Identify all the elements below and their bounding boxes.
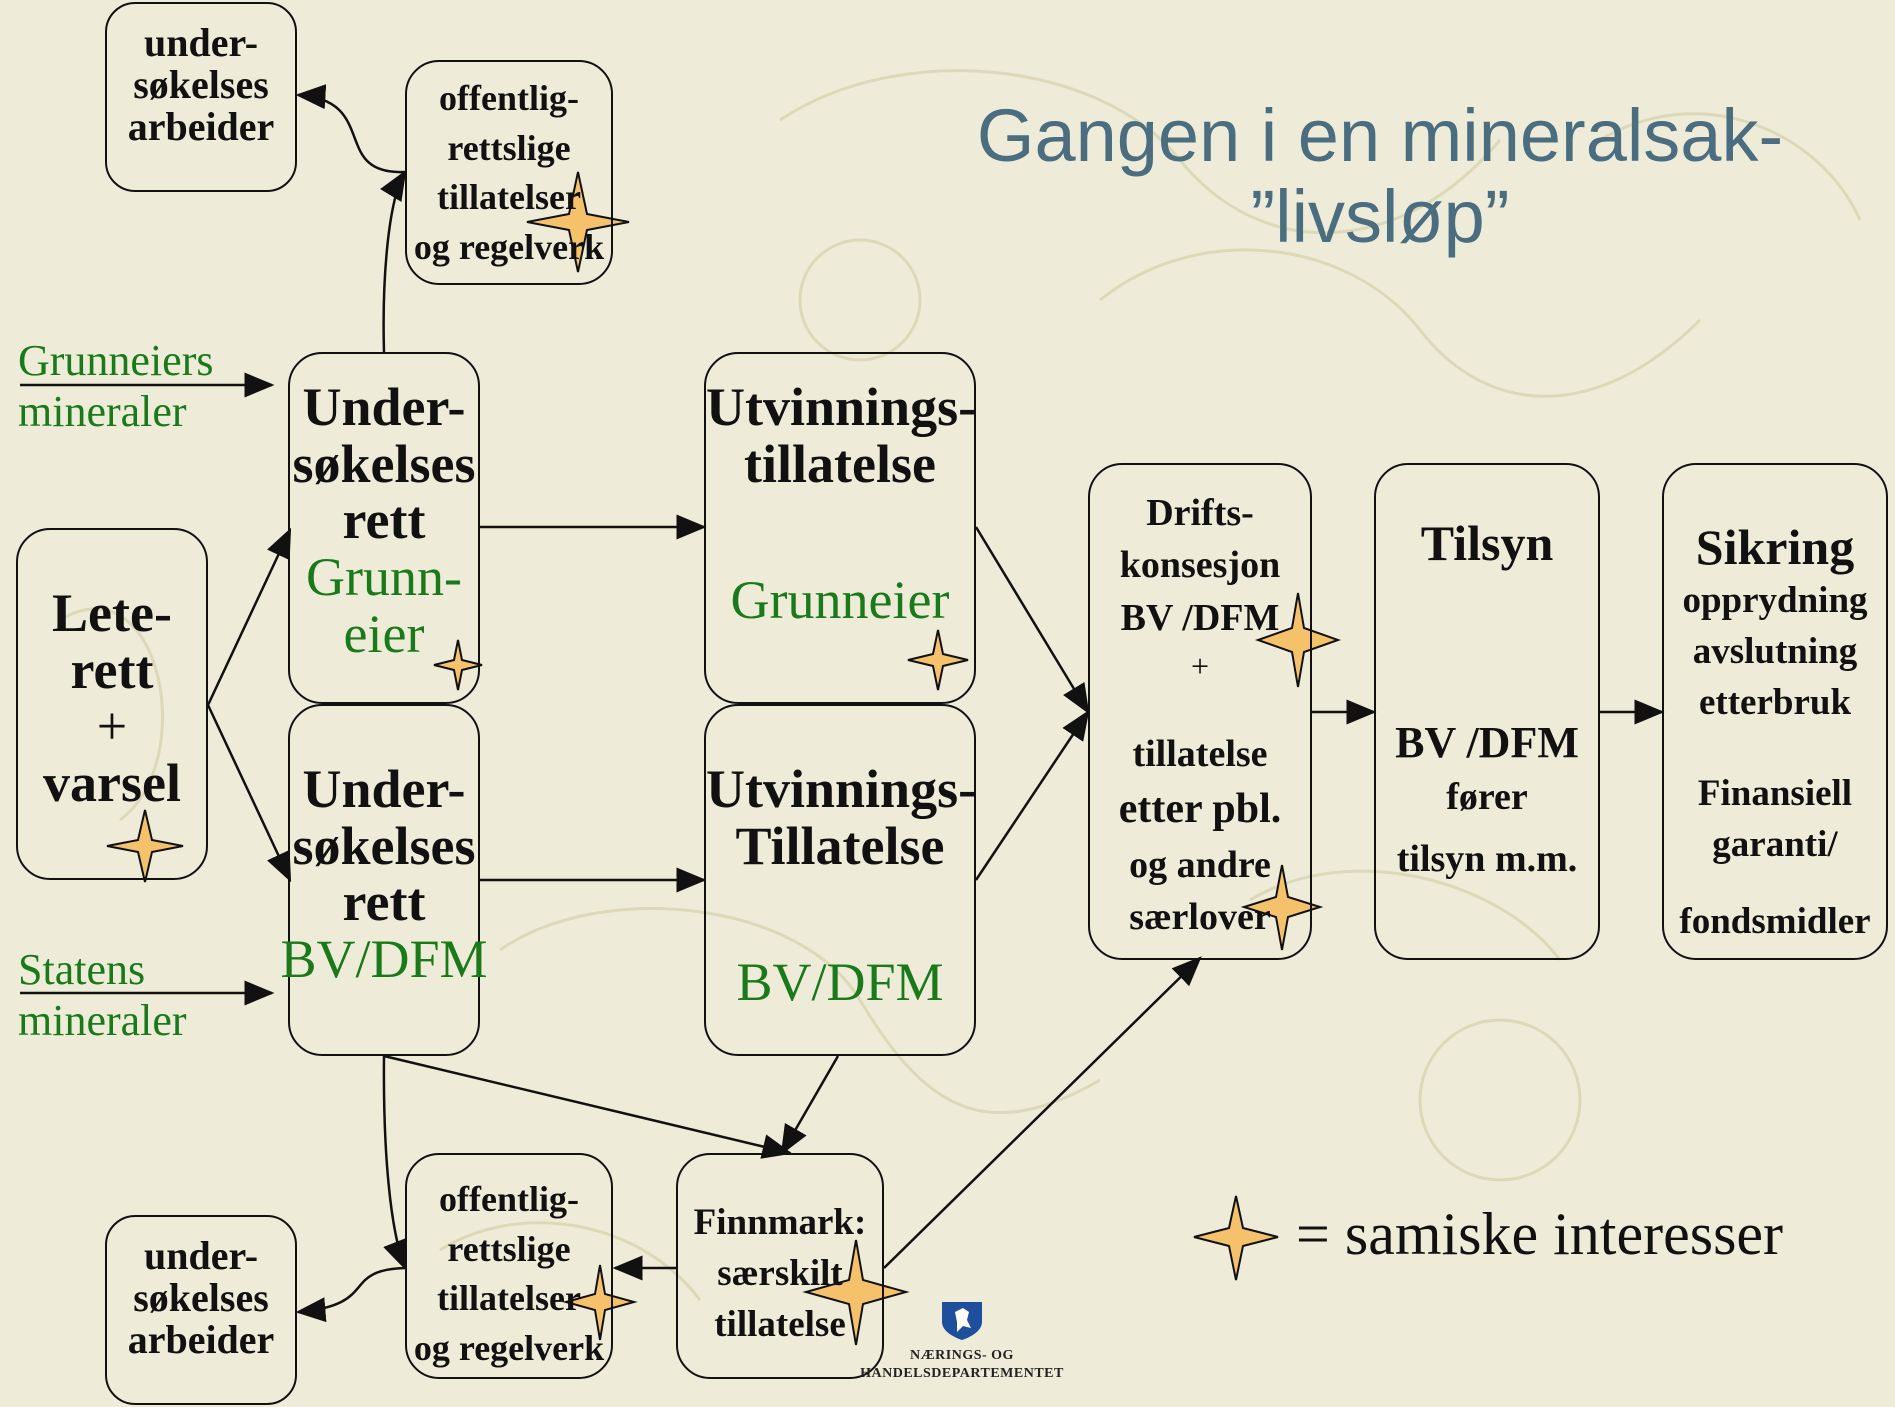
box-finnmark: Finnmark: særskilt tillatelse: [676, 1153, 884, 1379]
side-label-line: mineraler: [18, 386, 187, 436]
box-text: +: [1190, 648, 1210, 685]
box-text: BV /DFM: [1120, 596, 1280, 639]
box-text: rettslige: [447, 1228, 571, 1269]
box-text: Drifts-: [1146, 492, 1254, 534]
box-text: Utvinnings-: [706, 759, 977, 819]
box-leterett: Lete- rett + varsel: [16, 528, 208, 880]
norwegian-coat-of-arms-icon: [942, 1302, 982, 1340]
box-offentligrettslige-top: offentlig- rettslige tillatelser og rege…: [405, 60, 613, 285]
title-line-2: ”livsløp”: [1250, 175, 1510, 259]
box-text: søkelses: [292, 815, 476, 876]
logo-text: NÆRINGS- OG HANDELSDEPARTEMENTET: [860, 1348, 1064, 1381]
box-text: Tilsyn: [1420, 515, 1554, 571]
box-text: under-: [143, 20, 259, 65]
box-text: Under-: [302, 377, 466, 437]
box-text: rett: [70, 639, 154, 700]
box-text: rett: [342, 490, 426, 551]
box-undersokelses-arbeider-top: under- søkelses arbeider: [105, 2, 297, 192]
box-owner-text: BV/DFM: [736, 952, 944, 1013]
legend-samiske-interesser: = samiske interesser: [1296, 1201, 1784, 1267]
box-driftskonsesjon: Drifts- konsesjon BV /DFM + tillatelse e…: [1088, 463, 1312, 960]
box-text: konsesjon: [1119, 544, 1281, 587]
box-undersokelsesrett-bvdfm: Under- søkelses rett BV/DFM: [280, 704, 488, 1056]
box-text: opprydning: [1682, 580, 1868, 621]
box-text: søkelses: [133, 62, 269, 107]
box-text: Under-: [302, 759, 466, 819]
box-undersokelsesrett-grunneier: Under- søkelses rett Grunn- eier: [288, 352, 480, 704]
box-text: Sikring: [1695, 519, 1855, 575]
box-text: Finnmark:: [693, 1202, 867, 1243]
box-text: arbeider: [127, 1317, 275, 1362]
grunneiers-mineraler-label: Grunneiers mineraler: [18, 336, 214, 437]
box-text: tillatelser: [437, 1278, 581, 1319]
box-text: fondsmidler: [1679, 901, 1871, 943]
box-text: rettslige: [447, 127, 571, 168]
box-text: søkelses: [133, 1275, 269, 1320]
box-text: offentlig-: [439, 1179, 579, 1219]
box-text: særskilt: [717, 1253, 843, 1295]
title-line-1: Gangen i en mineralsak-: [976, 94, 1784, 177]
box-text: under-: [143, 1233, 259, 1278]
box-utvinningstillatelse-bvdfm: Utvinnings- Tillatelse BV/DFM: [704, 704, 976, 1056]
box-text: fører: [1446, 775, 1528, 818]
box-tilsyn: Tilsyn BV /DFM fører tilsyn m.m.: [1374, 463, 1600, 960]
side-label-line: mineraler: [18, 995, 187, 1045]
box-text: og andre: [1129, 843, 1271, 886]
box-text: arbeider: [127, 104, 275, 149]
box-text: særlover: [1129, 896, 1271, 939]
box-text: etterbruk: [1698, 682, 1852, 724]
box-owner-text: Grunn-: [306, 547, 462, 608]
box-text: tillatelse: [714, 1304, 846, 1346]
side-label-line: Statens: [18, 945, 146, 994]
box-text: tillatelse: [744, 433, 936, 494]
box-text: og regelverk: [413, 1328, 605, 1369]
ministry-logo: NÆRINGS- OG HANDELSDEPARTEMENTET: [812, 1300, 1112, 1382]
box-utvinningstillatelse-grunneier: Utvinnings- tillatelse Grunneier: [704, 352, 976, 704]
box-text: Lete-: [52, 583, 172, 643]
box-owner-text: eier: [343, 603, 425, 664]
box-text: avslutning: [1692, 631, 1858, 673]
box-text: tillatelser: [437, 177, 581, 218]
box-text: garanti/: [1712, 824, 1838, 866]
side-label-line: Grunneiers: [18, 336, 214, 385]
box-text: Utvinnings-: [706, 377, 977, 437]
box-undersokelses-arbeider-bottom: under- søkelses arbeider: [105, 1215, 297, 1405]
box-owner-text: BV/DFM: [280, 929, 488, 990]
box-text: og regelverk: [413, 227, 605, 268]
box-text: etter pbl.: [1118, 785, 1282, 832]
box-sikring: Sikring opprydning avslutning etterbruk …: [1662, 463, 1888, 960]
box-text: BV /DFM: [1395, 717, 1579, 767]
box-offentligrettslige-bottom: offentlig- rettslige tillatelser og rege…: [405, 1153, 613, 1379]
box-text: Tillatelse: [735, 815, 945, 876]
box-text: tilsyn m.m.: [1396, 837, 1578, 880]
box-text: offentlig-: [439, 78, 579, 118]
box-text: +: [96, 696, 128, 757]
statens-mineraler-label: Statens mineraler: [18, 945, 187, 1046]
slide-title: Gangen i en mineralsak- ”livsløp”: [900, 95, 1860, 258]
box-text: søkelses: [292, 433, 476, 494]
box-text: Finansiell: [1697, 773, 1853, 815]
box-text: tillatelse: [1132, 733, 1268, 776]
box-text: rett: [342, 872, 426, 933]
box-owner-text: Grunneier: [730, 570, 950, 631]
box-text: varsel: [43, 753, 181, 814]
